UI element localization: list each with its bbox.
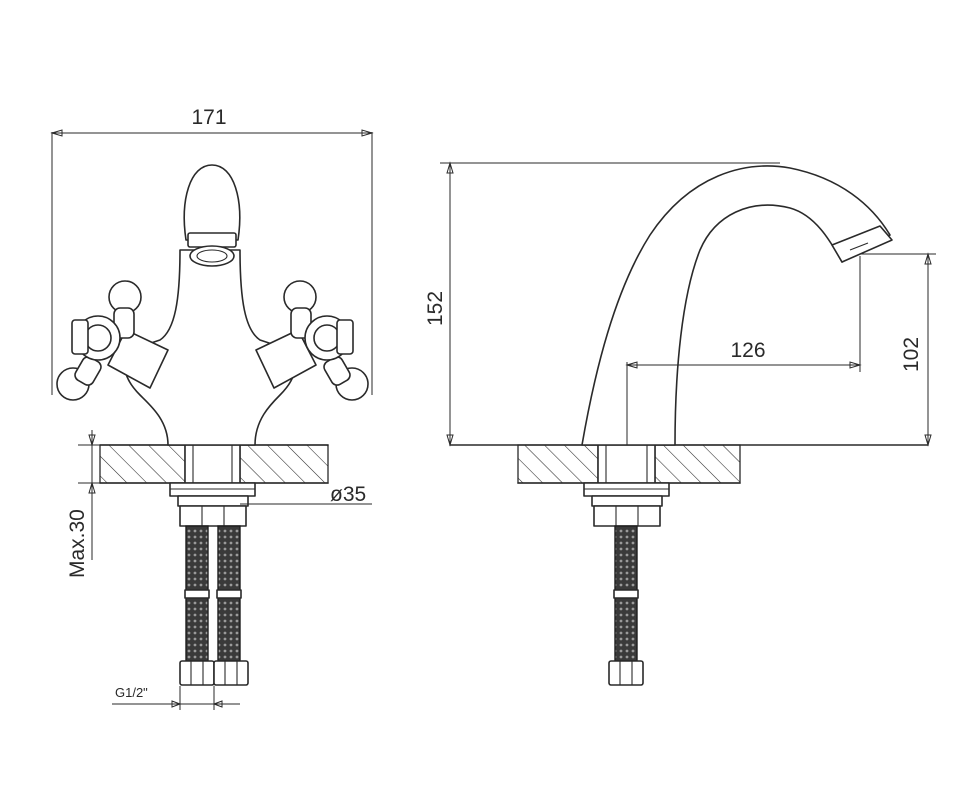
handle-right-front — [255, 280, 369, 401]
max-deck-label: Max.30 — [66, 509, 89, 578]
mounting-stud-front — [169, 444, 256, 527]
faucet-body-front — [124, 164, 296, 446]
dimension-connection: G1/2" — [112, 685, 240, 710]
spout-height-label: 102 — [900, 337, 923, 372]
handle-left-front — [56, 280, 169, 401]
dimension-hole: ø35 — [240, 483, 372, 506]
dimension-max-deck: Max.30 — [66, 430, 100, 578]
front-view: 171 Max.30 ø35 G1/2" — [50, 106, 374, 710]
countertop-section-side — [449, 444, 929, 484]
hoses-front — [179, 525, 249, 686]
dimension-height: 152 — [424, 161, 780, 447]
connection-label: G1/2" — [115, 685, 148, 700]
hose-side — [608, 525, 644, 686]
mounting-stud-side — [583, 444, 670, 527]
width-label: 171 — [191, 106, 226, 129]
dimension-width: 171 — [50, 106, 374, 395]
reach-label: 126 — [730, 339, 765, 362]
dimension-reach: 126 — [625, 256, 862, 445]
spout-side — [581, 165, 893, 446]
height-label: 152 — [424, 291, 447, 326]
hole-label: ø35 — [330, 483, 366, 506]
dimension-spout-height: 102 — [860, 252, 936, 447]
side-view: 152 102 126 — [424, 161, 936, 686]
